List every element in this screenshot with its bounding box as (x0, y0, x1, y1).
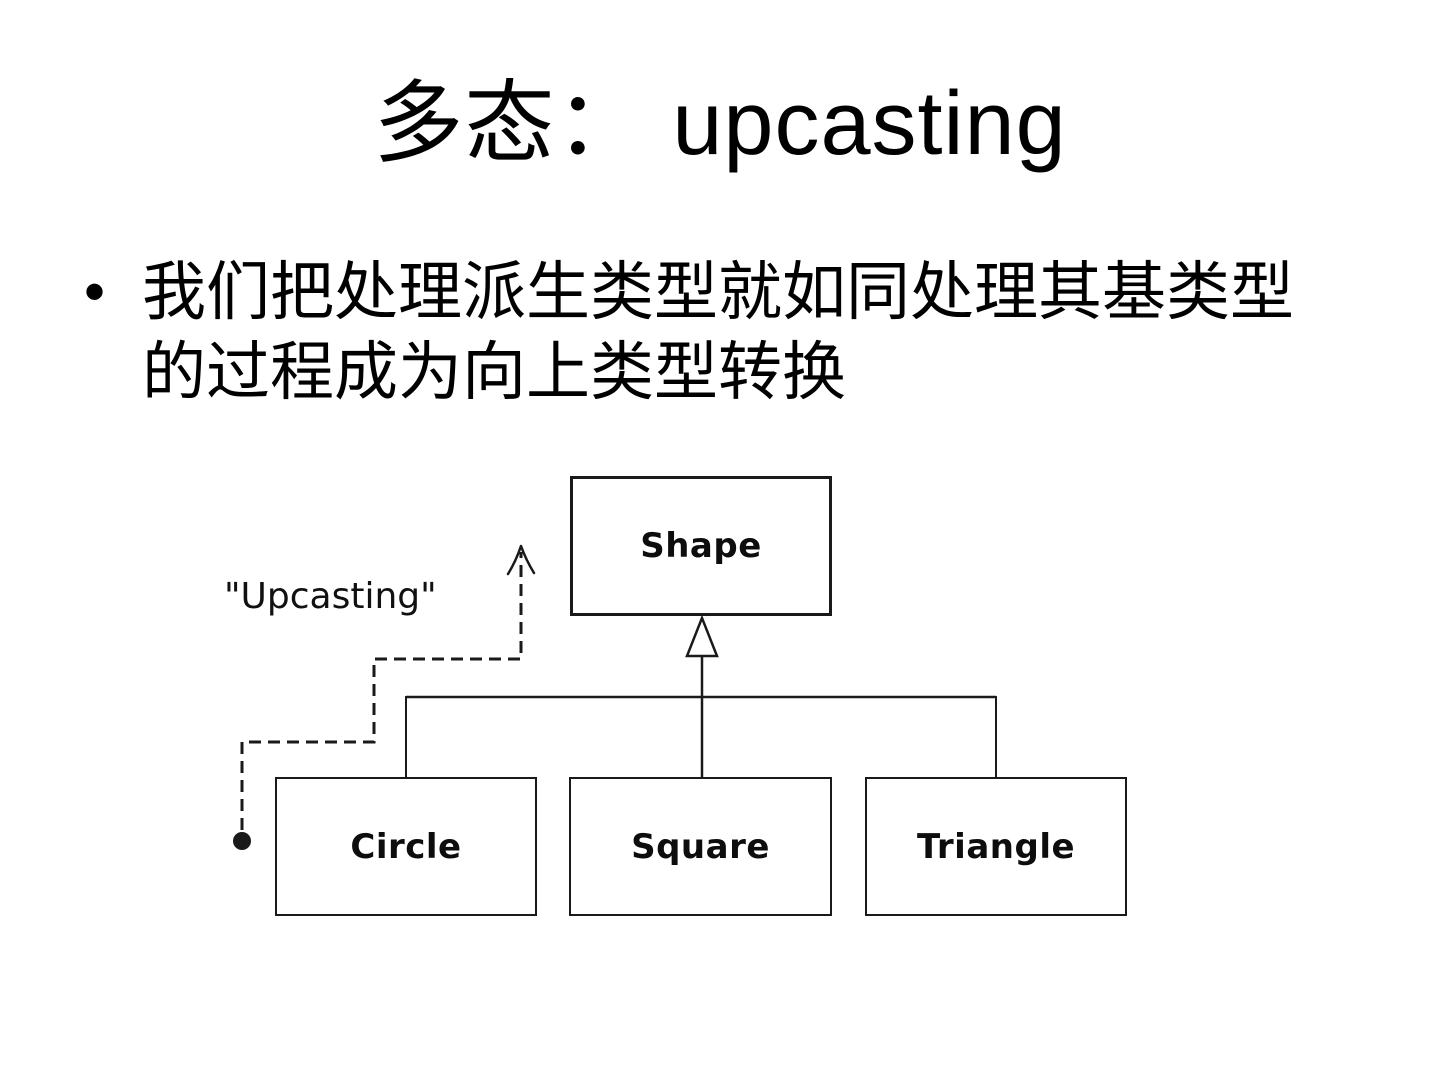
class-box-shape: Shape (570, 476, 832, 616)
class-box-circle-label: Circle (350, 826, 462, 867)
upcasting-arrowhead-icon (506, 544, 536, 576)
upcasting-dashed-path (240, 552, 523, 830)
class-box-square: Square (569, 777, 832, 916)
slide-title: 多态： upcasting (373, 74, 1067, 174)
class-box-triangle: Triangle (865, 777, 1127, 916)
bullet-line-1: 我们把处理派生类型就如同处理其基类型 (142, 256, 1294, 328)
class-box-triangle-label: Triangle (916, 826, 1076, 867)
class-box-circle: Circle (275, 777, 537, 916)
class-box-shape-label: Shape (640, 526, 762, 566)
bullet-text: 我们把处理派生类型就如同处理其基类型 的过程成为向上类型转换 (142, 252, 1294, 412)
upcasting-origin-dot-icon (233, 832, 251, 850)
bullet-line-2: 的过程成为向上类型转换 (142, 336, 846, 408)
bullet-item: • 我们把处理派生类型就如同处理其基类型 的过程成为向上类型转换 (84, 252, 1384, 412)
class-box-square-label: Square (631, 826, 770, 867)
bullet-marker: • (84, 258, 106, 325)
upcasting-label: "Upcasting" (224, 576, 437, 617)
inheritance-triangle-icon (685, 614, 719, 658)
